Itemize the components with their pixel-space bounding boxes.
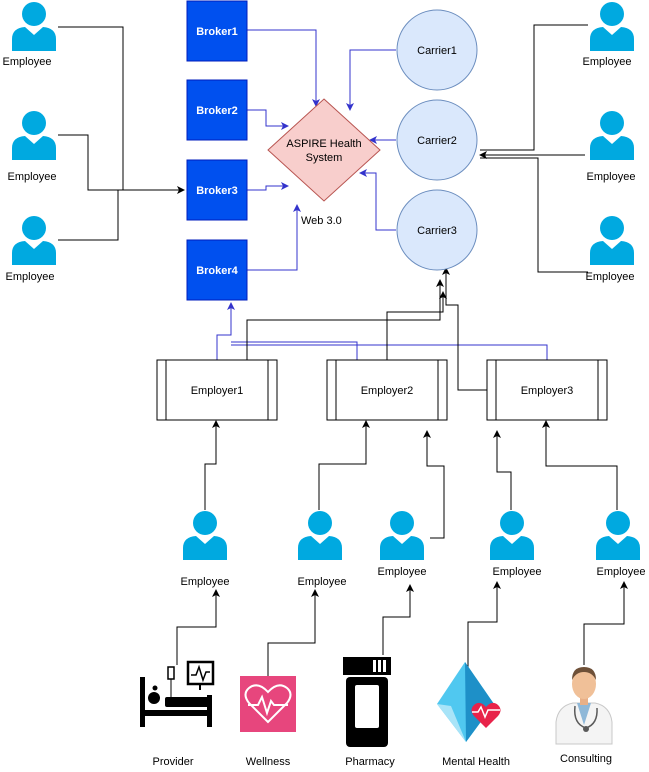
broker-4-label: Broker4 [196, 265, 238, 277]
bottom-employee-5-label: Employee [597, 566, 646, 578]
employer-1-label: Employer1 [191, 385, 244, 397]
azure-heart-icon [437, 662, 501, 742]
broker-1-label: Broker1 [196, 26, 238, 38]
bottom-employee-1-label: Employee [181, 576, 230, 588]
left-employee-3-label: Employee [6, 271, 55, 283]
aspire-health-system[interactable]: ASPIRE Health System [267, 98, 381, 202]
service-provider[interactable]: Provider [140, 660, 215, 768]
broker-1[interactable]: Broker1 [186, 0, 248, 62]
service-wellness-label: Wellness [246, 756, 291, 768]
bottom-employee-3[interactable]: Employee [378, 511, 427, 578]
left-employee-3[interactable]: Employee [6, 216, 56, 283]
service-provider-label: Provider [153, 756, 194, 768]
person-icon [12, 111, 56, 160]
left-employee-1[interactable]: Employee [3, 2, 56, 68]
carrier-3[interactable]: Carrier3 [396, 189, 478, 271]
hospital-bed-icon [140, 660, 215, 727]
person-icon [596, 511, 640, 560]
left-employee-2[interactable]: Employee [8, 111, 57, 183]
right-employee-1[interactable]: Employee [583, 2, 634, 68]
bottom-employee-1[interactable]: Employee [181, 511, 230, 588]
employer-up-connectors [216, 267, 548, 391]
bottom-employee-2-label: Employee [298, 576, 347, 588]
person-icon [590, 2, 634, 51]
service-pharmacy[interactable]: Pharmacy [343, 657, 395, 768]
broker-2-label: Broker2 [196, 105, 238, 117]
aspire-label-line2: System [306, 152, 343, 164]
left-employee-2-label: Employee [8, 171, 57, 183]
person-icon [183, 511, 227, 560]
web3-annotation: Web 3.0 [301, 215, 342, 227]
aspire-label-line1: ASPIRE Health [286, 138, 361, 150]
broker-2[interactable]: Broker2 [186, 79, 248, 141]
employer-1[interactable]: Employer1 [156, 359, 278, 421]
left-employee-connectors [58, 26, 185, 241]
bottom-employee-4-label: Employee [493, 566, 542, 578]
person-icon [380, 511, 424, 560]
broker-3-label: Broker3 [196, 185, 238, 197]
person-icon [12, 2, 56, 51]
employer-2-label: Employer2 [361, 385, 414, 397]
service-pharmacy-label: Pharmacy [345, 756, 395, 768]
person-icon [12, 216, 56, 265]
carrier-1-label: Carrier1 [417, 45, 457, 57]
doctor-icon [555, 667, 613, 745]
employee-employer-connectors [204, 420, 618, 539]
carrier-1[interactable]: Carrier1 [396, 9, 478, 91]
heart-pulse-icon [240, 676, 296, 732]
bottom-employee-5[interactable]: Employee [596, 511, 645, 578]
carrier-aspire-connectors [346, 49, 396, 231]
bottom-employee-2[interactable]: Employee [298, 511, 347, 588]
service-mental-health-label: Mental Health [442, 756, 510, 768]
right-employee-3[interactable]: Employee [586, 216, 635, 283]
carrier-2[interactable]: Carrier2 [396, 99, 478, 181]
service-employee-connectors [176, 581, 628, 676]
right-employee-1-label: Employee [583, 56, 632, 68]
employer-2[interactable]: Employer2 [326, 359, 448, 421]
left-employee-1-label: Employee [3, 56, 52, 68]
right-employee-connectors [479, 24, 588, 273]
employer-3[interactable]: Employer3 [486, 359, 608, 421]
bottom-employee-3-label: Employee [378, 566, 427, 578]
broker-aspire-connectors [247, 29, 320, 271]
service-consulting[interactable]: Consulting [555, 667, 613, 765]
right-employee-2[interactable]: Employee [587, 111, 636, 183]
person-icon [490, 511, 534, 560]
right-employee-2-label: Employee [587, 171, 636, 183]
person-icon [298, 511, 342, 560]
person-icon [590, 216, 634, 265]
pill-bottle-icon [343, 657, 391, 747]
bottom-employee-4[interactable]: Employee [490, 511, 541, 578]
service-wellness[interactable]: Wellness [240, 676, 296, 768]
right-employee-3-label: Employee [586, 271, 635, 283]
service-mental-health[interactable]: Mental Health [437, 662, 510, 768]
person-icon [590, 111, 634, 160]
broker-4[interactable]: Broker4 [186, 239, 248, 301]
carrier-2-label: Carrier2 [417, 135, 457, 147]
broker-3[interactable]: Broker3 [186, 159, 248, 221]
carrier-3-label: Carrier3 [417, 225, 457, 237]
service-consulting-label: Consulting [560, 753, 612, 765]
employer-3-label: Employer3 [521, 385, 574, 397]
